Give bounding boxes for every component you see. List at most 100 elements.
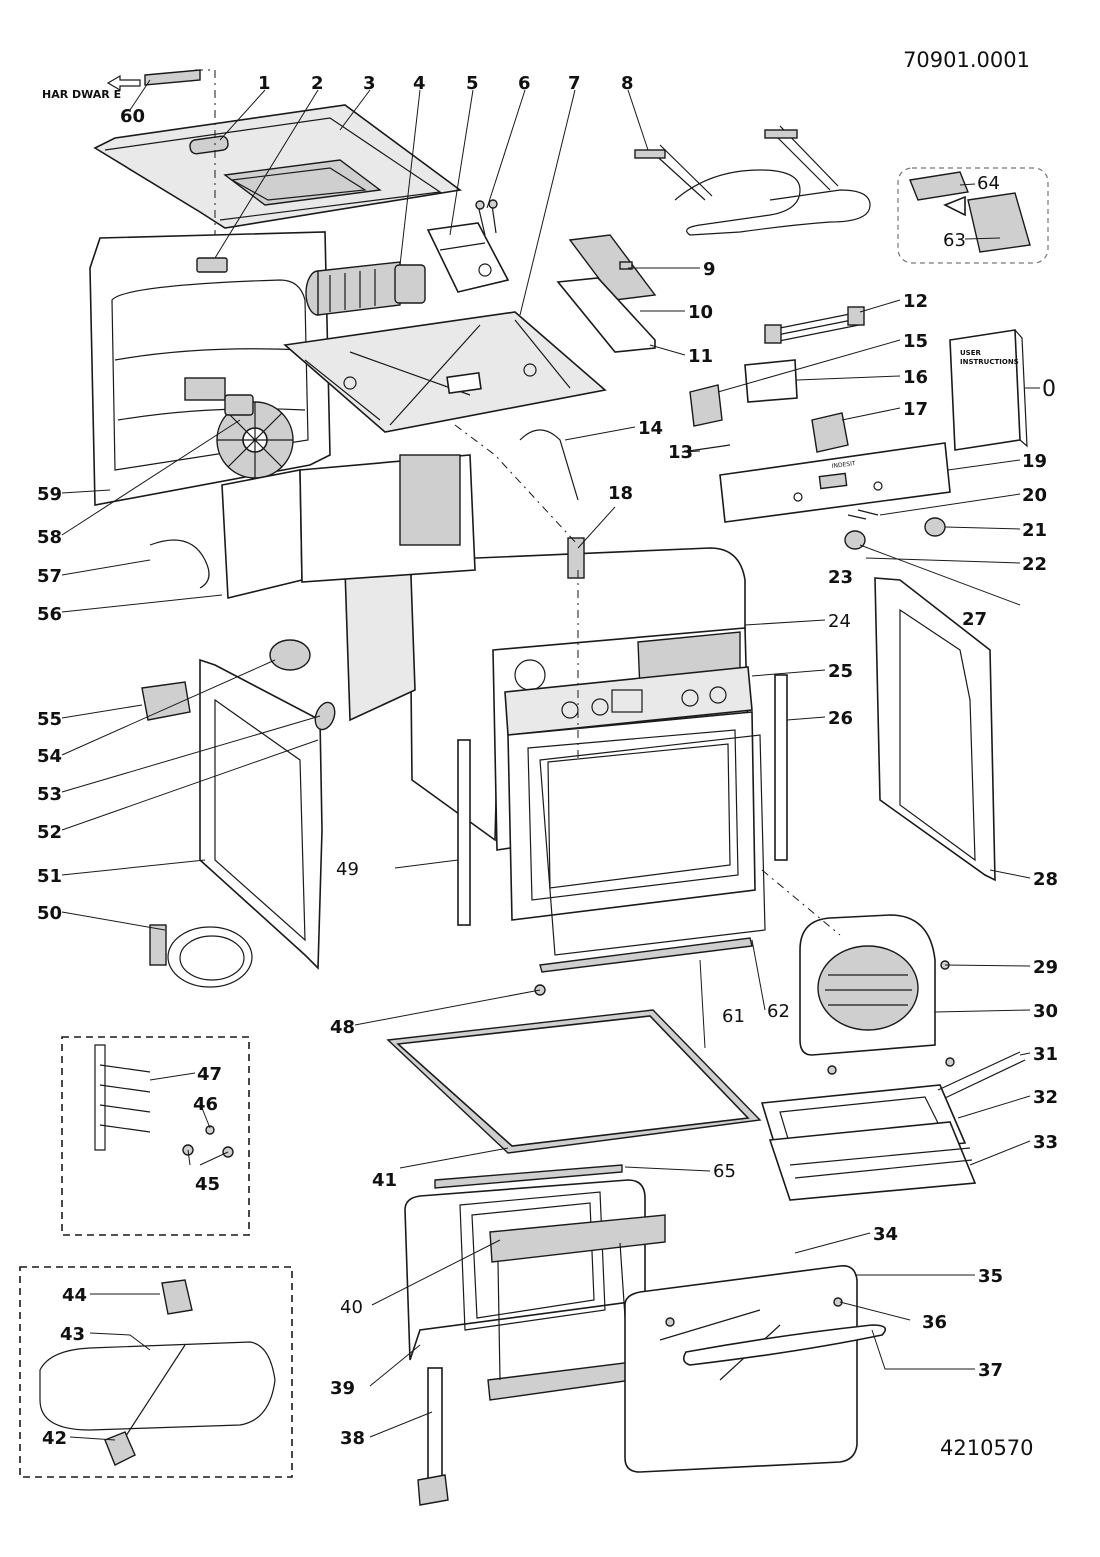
callout-64: 64 [977,173,1000,194]
callout-10: 10 [688,302,713,323]
callout-55: 55 [37,709,62,730]
callout-19: 19 [1022,451,1047,472]
bottom-glass-plate [386,1009,762,1154]
rear-panel [89,231,331,506]
door-handle [682,1324,887,1366]
callout-37: 37 [978,1360,1003,1381]
callout-63: 63 [943,230,966,251]
callout-3: 3 [363,73,376,94]
booklet-text-1: USER [960,349,982,357]
callout-41: 41 [372,1170,397,1191]
shelf-support-31 [937,1051,1026,1099]
callout-57: 57 [37,566,62,587]
hardware-label: HAR DWAR E [42,88,121,101]
callout-20: 20 [1022,485,1047,506]
callout-1: 1 [258,73,271,94]
callout-7: 7 [568,73,581,94]
front-frame [504,666,753,736]
callout-18: 18 [608,483,633,504]
callout-42: 42 [42,1428,67,1449]
leader-lines [61,79,1040,1441]
callout-2: 2 [311,73,324,94]
sheet-number: 4210570 [940,1436,1034,1460]
switches [689,359,849,453]
callout-33: 33 [1033,1132,1058,1153]
callout-29: 29 [1033,957,1058,978]
callout-53: 53 [37,784,62,805]
callout-11: 11 [688,346,713,367]
callout-65: 65 [713,1161,736,1182]
callout-9: 9 [703,259,716,280]
callout-13: 13 [668,442,693,463]
callout-54: 54 [37,746,62,767]
callout-58: 58 [37,527,62,548]
callout-61: 61 [722,1006,745,1027]
callout-22: 22 [1022,554,1047,575]
accessory-box-shelves [61,1036,250,1236]
cable-57 [149,539,210,589]
door-outer-glass [624,1264,858,1473]
fan-motor [305,261,426,316]
user-instructions-booklet: USER INSTRUCTIONS [949,329,1028,451]
callout-36: 36 [922,1312,947,1333]
callout-26: 26 [828,708,853,729]
callout-34: 34 [873,1224,898,1245]
oven-door-inner-frame [507,711,756,921]
booklet-text-2: INSTRUCTIONS [960,358,1019,366]
grill-rack [768,1121,977,1201]
callout-30: 30 [1033,1001,1058,1022]
callout-4: 4 [413,73,426,94]
callout-0: 0 [1042,377,1056,402]
callout-62: 62 [767,1001,790,1022]
screws-6 [475,199,498,236]
side-panel-left [199,658,323,970]
callout-15: 15 [903,331,928,352]
callout-44: 44 [62,1285,87,1306]
callout-12: 12 [903,291,928,312]
control-panel: INDESIT [719,442,951,523]
callout-21: 21 [1022,520,1047,541]
callout-47: 47 [197,1064,222,1085]
top-panel [93,104,463,229]
grill-element [634,125,871,236]
callout-48: 48 [330,1017,355,1038]
wiring-harness [764,306,865,344]
rear-inner-panel [221,454,476,600]
thermostat-sensor [519,429,731,501]
callout-25: 25 [828,661,853,682]
callout-23: 23 [828,567,853,588]
fan-cover [799,914,955,1075]
circular-element [149,924,253,988]
callout-27: 27 [962,609,987,630]
callout-40: 40 [340,1297,363,1318]
rear-spacer [196,257,228,273]
callout-32: 32 [1033,1087,1058,1108]
panel-brand: INDESIT [831,460,856,470]
callout-35: 35 [978,1266,1003,1287]
document-number: 70901.0001 [903,48,1030,72]
callout-56: 56 [37,604,62,625]
callout-51: 51 [37,866,62,887]
terminal-block [141,681,191,721]
callout-46: 46 [193,1094,218,1115]
callout-50: 50 [37,903,62,924]
callout-52: 52 [37,822,62,843]
callout-43: 43 [60,1324,85,1345]
control-unit-box [897,167,1049,264]
side-panel-right [874,577,996,882]
cavity-top-panel [283,311,607,433]
callout-59: 59 [37,484,62,505]
callout-39: 39 [330,1378,355,1399]
callout-49: 49 [336,859,359,880]
callout-31: 31 [1033,1044,1058,1065]
callout-28: 28 [1033,869,1058,890]
door-hinge-bar [534,937,753,996]
callout-24: 24 [828,611,851,632]
callout-5: 5 [466,73,479,94]
lamp-assembly [269,639,336,731]
shelf-guides-vertical [457,674,788,926]
callout-14: 14 [638,418,663,439]
callout-38: 38 [340,1428,365,1449]
callout-17: 17 [903,399,928,420]
